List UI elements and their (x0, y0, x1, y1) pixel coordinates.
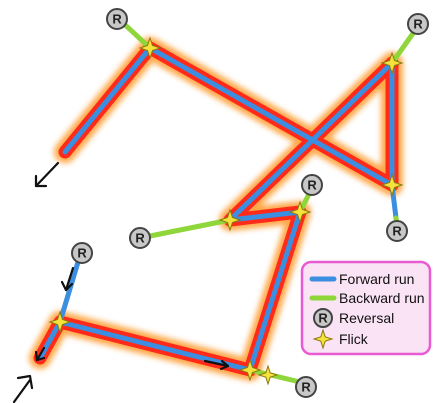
reversal-marker: R (301, 174, 323, 196)
legend: Forward run Backward run R Reversal Flic… (300, 260, 432, 356)
direction-arrow (34, 161, 60, 188)
reversal-marker: R (129, 227, 151, 249)
forward-run (37, 319, 63, 361)
reversal-marker: R (106, 8, 128, 30)
reversal-marker-label: R (392, 224, 402, 239)
direction-arrow (12, 374, 34, 403)
reversal-marker-label: R (413, 17, 423, 32)
flick-star-icon (218, 208, 242, 232)
backward-run (119, 19, 153, 51)
direction-arrow (60, 266, 75, 292)
flick-star-icon (380, 51, 404, 75)
legend-item-backward: Backward run (309, 290, 425, 306)
legend-label-forward: Forward run (339, 271, 414, 287)
flick-star-icon (238, 358, 262, 382)
reversal-marker-label: R (135, 231, 145, 246)
reversal-marker-label: R (77, 246, 87, 261)
forward-run (227, 209, 303, 223)
legend-label-flick: Flick (339, 331, 369, 347)
legend-item-forward: Forward run (309, 271, 414, 287)
flick-star-icon (138, 36, 162, 60)
forward-run (62, 45, 153, 155)
flick-star-icon (312, 328, 334, 350)
direction-arrow (203, 359, 230, 371)
legend-item-reversal: R Reversal (313, 308, 394, 328)
forward-run (247, 209, 303, 373)
legend-label-reversal: Reversal (339, 310, 394, 326)
direction-arrow (34, 346, 46, 362)
reversal-marker: R (407, 13, 429, 35)
flick-star-icon (380, 173, 404, 197)
reversal-marker: R (71, 242, 93, 264)
reversal-icon: R (313, 308, 333, 328)
forward-run (227, 60, 395, 223)
reversal-marker: R (295, 376, 317, 398)
reversal-icon-label: R (318, 311, 328, 326)
forward-run (57, 259, 81, 325)
backward-run (389, 29, 417, 66)
backward-run (147, 217, 233, 239)
flick-star-icon (48, 310, 72, 334)
reversal-marker: R (386, 220, 408, 242)
forward-run (147, 45, 395, 188)
legend-label-backward: Backward run (339, 290, 425, 306)
legend-box (300, 260, 432, 356)
flick-star-icon (257, 364, 279, 386)
reversal-marker-label: R (301, 380, 311, 395)
forward-run (57, 319, 253, 373)
reversal-marker-label: R (307, 178, 317, 193)
flick-star-icon (288, 200, 312, 224)
legend-item-flick: Flick (312, 328, 369, 350)
reversal-marker-label: R (112, 12, 122, 27)
